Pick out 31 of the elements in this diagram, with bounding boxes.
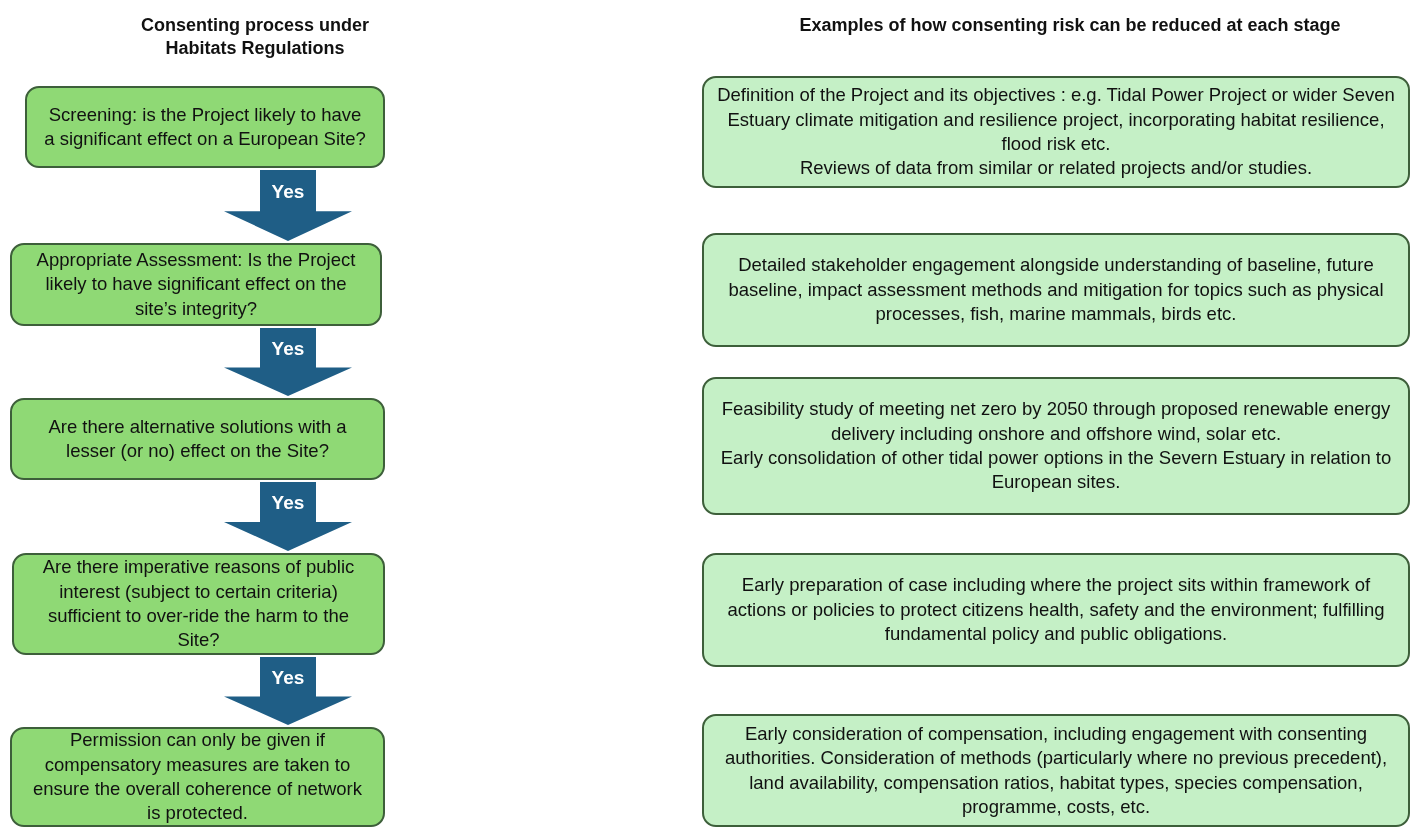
- box-text: Are there imperative reasons of public interest (subject to certain criteria) sufficient to over-ride the harm to the Site?: [41, 555, 356, 653]
- block-arrow: [224, 170, 352, 241]
- box-text: Are there alternative solutions with a lesser (or no) effect on the Site?: [47, 414, 348, 463]
- block-arrow: [224, 657, 352, 725]
- box-text: Definition of the Project and its objectives : e.g. Tidal Power Project or wider Seven Estuary climate mitigation and resilience project, incorporating habitat resilience, flood risk etc.: [716, 83, 1396, 156]
- note-box: [702, 233, 1410, 347]
- note-box: [702, 377, 1410, 515]
- box-text: Reviews of data from similar or related projects and/or studies.: [799, 156, 1313, 181]
- column-heading: Consenting process under Habitats Regulations: [139, 14, 370, 61]
- process-box: [10, 243, 382, 326]
- process-box: [25, 86, 385, 168]
- note-box: [702, 714, 1410, 827]
- box-text: Feasibility study of meeting net zero by 2050 through proposed renewable energy delivery including onshore and offshore wind, solar etc.: [720, 397, 1392, 446]
- box-text: Early consolidation of other tidal power options in the Severn Estuary in relation to European sites.: [719, 446, 1393, 495]
- box-text: Early preparation of case including where the project sits within framework of actions or policies to protect citizens health, safety and the environment; fulfilling fundamental policy and public obligations.: [726, 573, 1386, 647]
- process-box: [12, 553, 385, 655]
- edge-label: Yes: [271, 180, 305, 203]
- note-box: [702, 553, 1410, 667]
- edge-label: Yes: [271, 492, 305, 514]
- edge-label: Yes: [271, 337, 305, 360]
- block-arrow: [224, 328, 352, 396]
- box-text: Early consideration of compensation, including engagement with consenting authorities. Consideration of methods (particularly where no previous precedent), land availability, compensation ratios, habitat types, species compensation, programme, costs, etc.: [723, 721, 1389, 819]
- edge-label: Yes: [271, 666, 305, 689]
- column-heading: Examples of how consenting risk can be reduced at each stage: [798, 14, 1342, 37]
- box-text: Detailed stakeholder engagement alongside understanding of baseline, future baseline, impact assessment methods and mitigation for topics such as physical processes, fish, marine mammals, birds etc.: [727, 253, 1385, 327]
- process-box: [10, 398, 385, 480]
- box-text: Permission can only be given if compensatory measures are taken to ensure the overall coherence of network is protected.: [31, 728, 364, 826]
- box-text: Screening: is the Project likely to have a significant effect on a European Site?: [43, 102, 367, 151]
- note-box: [702, 76, 1410, 188]
- box-text: Appropriate Assessment: Is the Project likely to have significant effect on the site’s integrity?: [35, 247, 357, 321]
- block-arrow: [224, 482, 352, 551]
